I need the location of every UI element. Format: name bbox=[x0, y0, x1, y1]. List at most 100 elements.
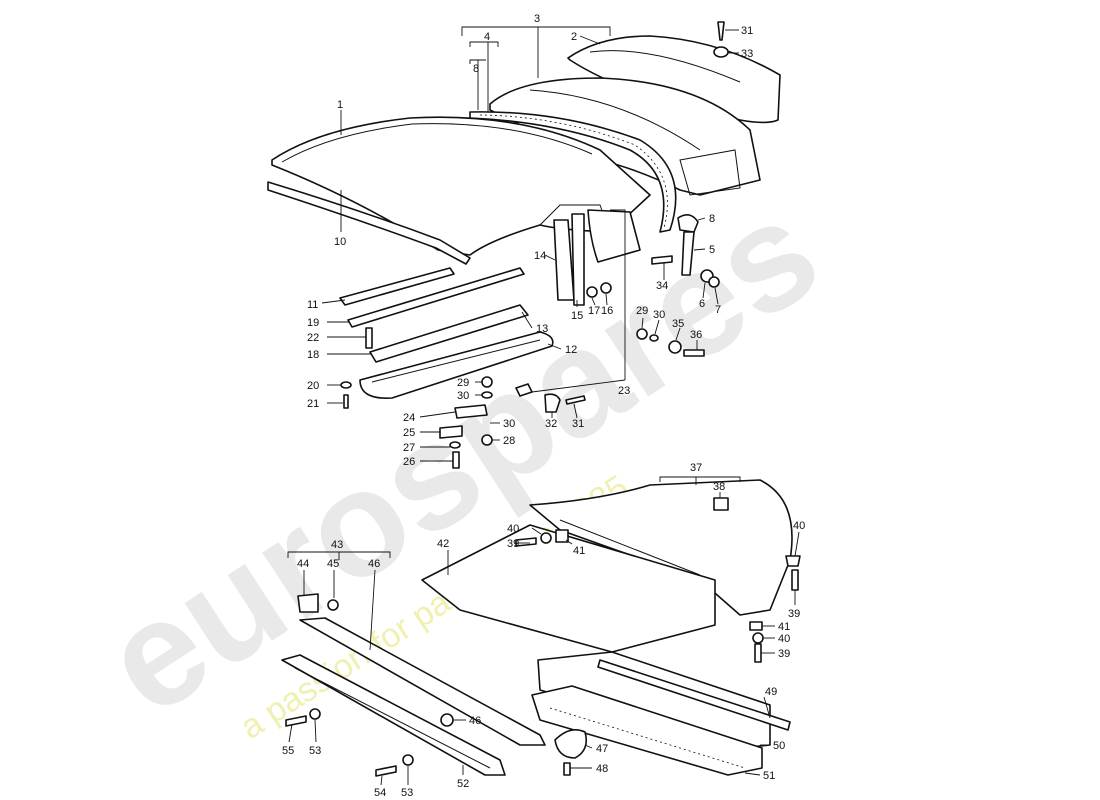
nut-17 bbox=[586, 286, 598, 298]
cap-33 bbox=[713, 46, 729, 58]
label-29-right: 29 bbox=[636, 305, 648, 317]
roof-assembly bbox=[267, 21, 781, 469]
label-3: 3 bbox=[534, 13, 540, 25]
nut-45 bbox=[327, 599, 339, 611]
label-20: 20 bbox=[307, 380, 319, 392]
label-2: 2 bbox=[571, 31, 577, 43]
label-33: 33 bbox=[741, 48, 753, 60]
label-39-lower: 39 bbox=[778, 648, 790, 660]
label-16: 16 bbox=[601, 305, 613, 317]
label-1: 1 bbox=[337, 99, 343, 111]
nut-29 bbox=[481, 376, 493, 388]
label-39: 39 bbox=[507, 538, 519, 550]
label-53: 53 bbox=[309, 745, 321, 757]
label-44: 44 bbox=[297, 558, 309, 570]
screw-31-top bbox=[717, 21, 725, 41]
screw-31 bbox=[565, 395, 586, 405]
carpet-51 bbox=[531, 685, 763, 776]
washer-27 bbox=[449, 441, 461, 449]
plate-25 bbox=[439, 425, 463, 439]
label-8-top: 8 bbox=[473, 63, 479, 75]
label-7: 7 bbox=[715, 304, 721, 316]
roof-seal-strip bbox=[469, 111, 677, 233]
mat-42 bbox=[421, 524, 716, 653]
arm-5 bbox=[681, 231, 695, 276]
label-48: 48 bbox=[596, 763, 608, 775]
label-54: 54 bbox=[374, 787, 386, 799]
handle-47 bbox=[554, 729, 588, 759]
strip-11 bbox=[339, 267, 455, 306]
label-42: 42 bbox=[437, 538, 449, 550]
label-55: 55 bbox=[282, 745, 294, 757]
label-45: 45 bbox=[327, 558, 339, 570]
rail-43 bbox=[299, 617, 546, 746]
label-27: 27 bbox=[403, 442, 415, 454]
nut-28 bbox=[481, 434, 493, 446]
nut-29b bbox=[636, 328, 648, 340]
label-35: 35 bbox=[672, 318, 684, 330]
screw-55 bbox=[285, 715, 307, 727]
label-40-right: 40 bbox=[793, 520, 805, 532]
screw-39-lower bbox=[754, 643, 762, 663]
label-41: 41 bbox=[573, 545, 585, 557]
strip-13 bbox=[369, 304, 529, 363]
washer-30 bbox=[481, 391, 493, 399]
bracket-8 bbox=[677, 214, 699, 233]
part-labels: 1 2 3 4 8 10 11 19 22 18 20 21 13 12 14 … bbox=[282, 13, 805, 799]
clip-41-right bbox=[749, 621, 763, 631]
roof-edge-trim bbox=[267, 181, 471, 265]
screw-36 bbox=[683, 349, 705, 357]
washer-35 bbox=[668, 340, 682, 354]
bolt-26 bbox=[452, 451, 460, 469]
rail-52 bbox=[281, 654, 506, 776]
label-40: 40 bbox=[507, 523, 519, 535]
knob-7 bbox=[708, 276, 720, 288]
label-4: 4 bbox=[484, 31, 490, 43]
screw-39 bbox=[515, 537, 537, 547]
label-25: 25 bbox=[403, 427, 415, 439]
label-8: 8 bbox=[709, 213, 715, 225]
screw-39-right bbox=[791, 569, 799, 591]
washer-30b bbox=[649, 334, 659, 342]
washer-53a bbox=[309, 708, 321, 720]
label-46-top: 46 bbox=[368, 558, 380, 570]
label-50: 50 bbox=[773, 740, 785, 752]
side-pillar-15 bbox=[571, 213, 585, 306]
nut-16 bbox=[600, 282, 612, 294]
label-34: 34 bbox=[656, 280, 668, 292]
side-panel bbox=[587, 209, 641, 263]
washer-53b bbox=[402, 754, 414, 766]
cap-40-right bbox=[785, 555, 801, 567]
label-14: 14 bbox=[534, 250, 546, 262]
label-41-right: 41 bbox=[778, 621, 790, 633]
screw-48 bbox=[563, 762, 571, 776]
label-24: 24 bbox=[403, 412, 415, 424]
label-22: 22 bbox=[307, 332, 319, 344]
nut-46 bbox=[440, 713, 454, 727]
strip-49 bbox=[597, 659, 791, 731]
label-12: 12 bbox=[565, 344, 577, 356]
cap-44 bbox=[297, 593, 319, 613]
label-21: 21 bbox=[307, 398, 319, 410]
label-46: 46 bbox=[469, 715, 481, 727]
label-38: 38 bbox=[713, 481, 725, 493]
label-18: 18 bbox=[307, 349, 319, 361]
label-28: 28 bbox=[503, 435, 515, 447]
label-13: 13 bbox=[536, 323, 548, 335]
label-30: 30 bbox=[457, 390, 469, 402]
label-29: 29 bbox=[457, 377, 469, 389]
lower-assembly bbox=[281, 479, 801, 777]
label-11: 11 bbox=[307, 299, 318, 311]
side-pillar-14 bbox=[553, 219, 575, 301]
pin-22 bbox=[365, 327, 373, 349]
label-5: 5 bbox=[709, 244, 715, 256]
washer-20 bbox=[340, 381, 352, 389]
label-52: 52 bbox=[457, 778, 469, 790]
label-23: 23 bbox=[618, 385, 630, 397]
label-36: 36 bbox=[690, 329, 702, 341]
cap-40-lower bbox=[752, 632, 764, 644]
label-40-lower: 40 bbox=[778, 633, 790, 645]
label-6: 6 bbox=[699, 298, 705, 310]
label-19: 19 bbox=[307, 317, 319, 329]
